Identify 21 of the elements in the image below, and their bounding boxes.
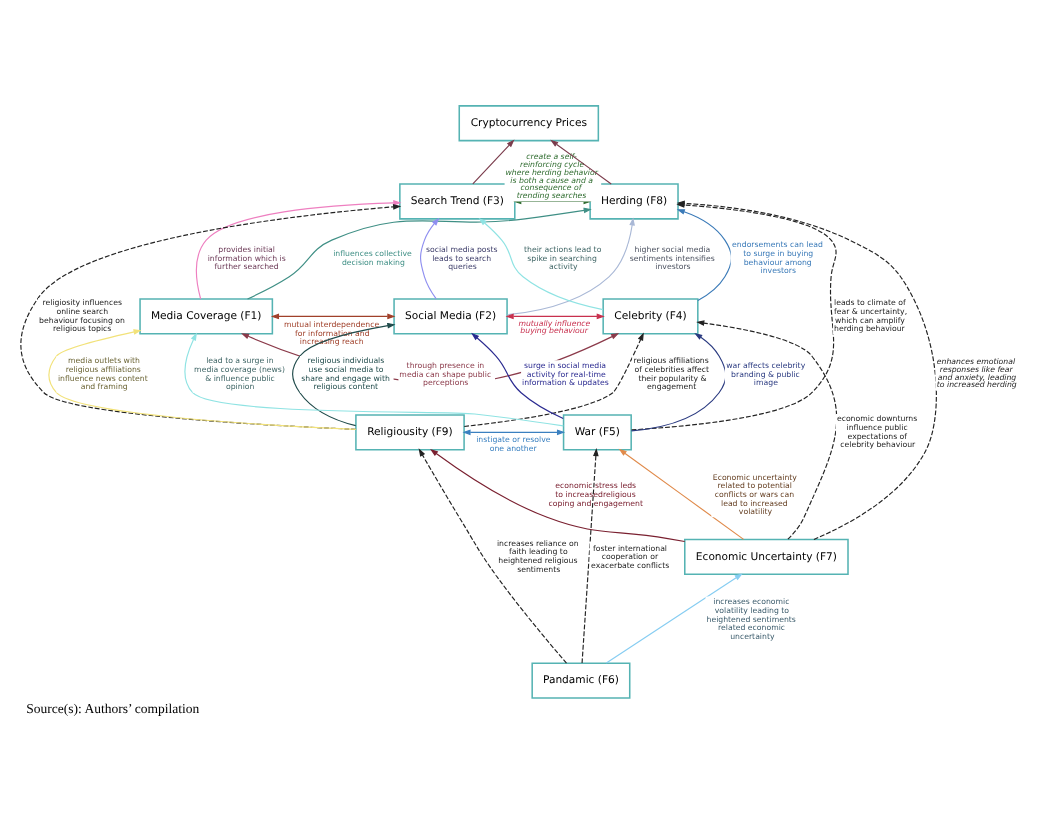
arrow — [48, 329, 357, 430]
arrow — [419, 217, 440, 300]
arrow — [184, 332, 564, 427]
arrow — [20, 204, 402, 430]
arrow — [696, 320, 838, 540]
arrow — [195, 200, 402, 300]
arrow — [462, 429, 566, 436]
arrow — [246, 207, 592, 300]
arrow — [505, 313, 605, 320]
arrow — [550, 139, 612, 185]
arrow — [605, 573, 743, 664]
arrow — [676, 209, 733, 302]
arrow — [581, 448, 599, 664]
arrow — [463, 332, 644, 428]
arrow — [472, 139, 515, 185]
arrow — [471, 332, 564, 420]
arrow — [418, 448, 568, 664]
arrow — [430, 448, 686, 543]
arrow — [506, 217, 635, 316]
arrow — [618, 448, 745, 540]
arrow — [270, 313, 396, 320]
